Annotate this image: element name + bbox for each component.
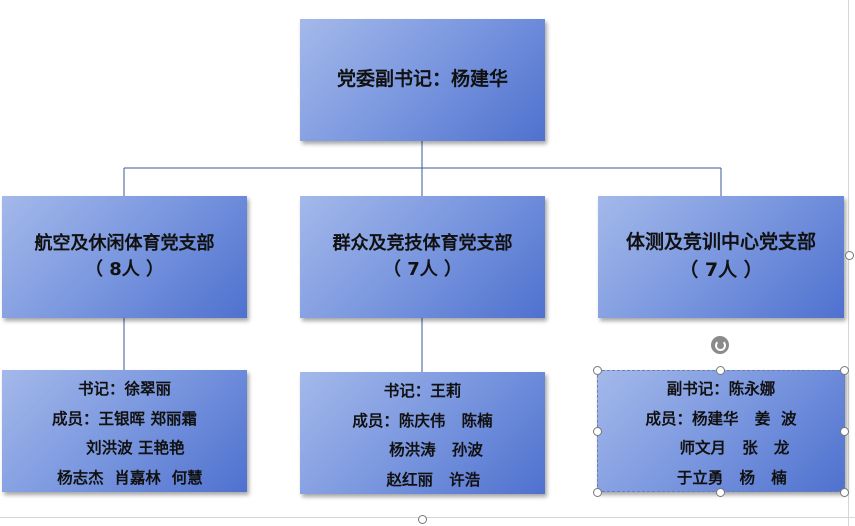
member-line: 成员：杨建华 姜 波 [645,409,797,428]
member-line: 成员：陈庆伟 陈楠 [352,411,493,430]
member-line: 赵红丽 许浩 [364,470,481,489]
resize-handle-top-right[interactable] [840,366,849,375]
page-edge-right [848,0,849,526]
rotate-handle-icon[interactable] [711,336,729,354]
member-line: 副书记：陈永娜 [666,380,776,398]
branch-name: 体测及竞训中心党支部 [625,231,816,254]
branch-count: （ 7人 ） [679,259,763,281]
node-branch-mass-sports[interactable]: 群众及竞技体育党支部 （ 7人 ） [300,196,545,318]
member-line: 书记：徐翠丽 [77,380,171,398]
resize-handle-middle-right[interactable] [840,427,849,436]
branch-name: 航空及休闲体育党支部 [34,232,215,254]
resize-handle-bottom-left[interactable] [593,488,602,497]
canvas-handle-right[interactable] [845,251,854,260]
resize-handle-top-left[interactable] [593,366,602,375]
branch-count: （ 7人 ） [382,259,463,280]
branch-count: （ 8人 ） [84,259,165,280]
member-line: 杨志杰 肖嘉林 何慧 [46,468,203,487]
page-edge-bottom [0,517,855,518]
branch-name: 群众及竞技体育党支部 [332,232,513,254]
node-members-mass-sports[interactable]: 书记：王莉 成员：陈庆伟 陈楠 杨洪涛 孙波 赵红丽 许浩 [300,372,545,494]
canvas-handle-bottom[interactable] [418,515,427,524]
resize-handle-middle-left[interactable] [593,427,602,436]
member-line: 书记：王莉 [383,382,462,400]
resize-handle-bottom-right[interactable] [840,488,849,497]
node-top-secretary[interactable]: 党委副书记：杨建华 [300,19,545,141]
member-line: 于立勇 杨 楠 [655,468,787,487]
member-line: 杨洪涛 孙波 [362,441,483,459]
node-branch-testing-center[interactable]: 体测及竞训中心党支部 （ 7人 ） [598,196,844,318]
resize-handle-bottom-center[interactable] [716,488,725,497]
member-line: 刘洪波 王艳艳 [64,439,185,457]
member-line: 成员：王银晖 郑丽霜 [52,409,197,428]
member-line: 师文月 张 龙 [652,439,790,457]
node-top-label: 党委副书记：杨建华 [336,68,508,91]
node-branch-aviation[interactable]: 航空及休闲体育党支部 （ 8人 ） [2,196,247,318]
resize-handle-top-center[interactable] [716,366,725,375]
node-members-testing-center[interactable]: 副书记：陈永娜 成员：杨建华 姜 波 师文月 张 龙 于立勇 杨 楠 [597,370,845,492]
node-members-aviation[interactable]: 书记：徐翠丽 成员：王银晖 郑丽霜 刘洪波 王艳艳 杨志杰 肖嘉林 何慧 [2,370,247,492]
